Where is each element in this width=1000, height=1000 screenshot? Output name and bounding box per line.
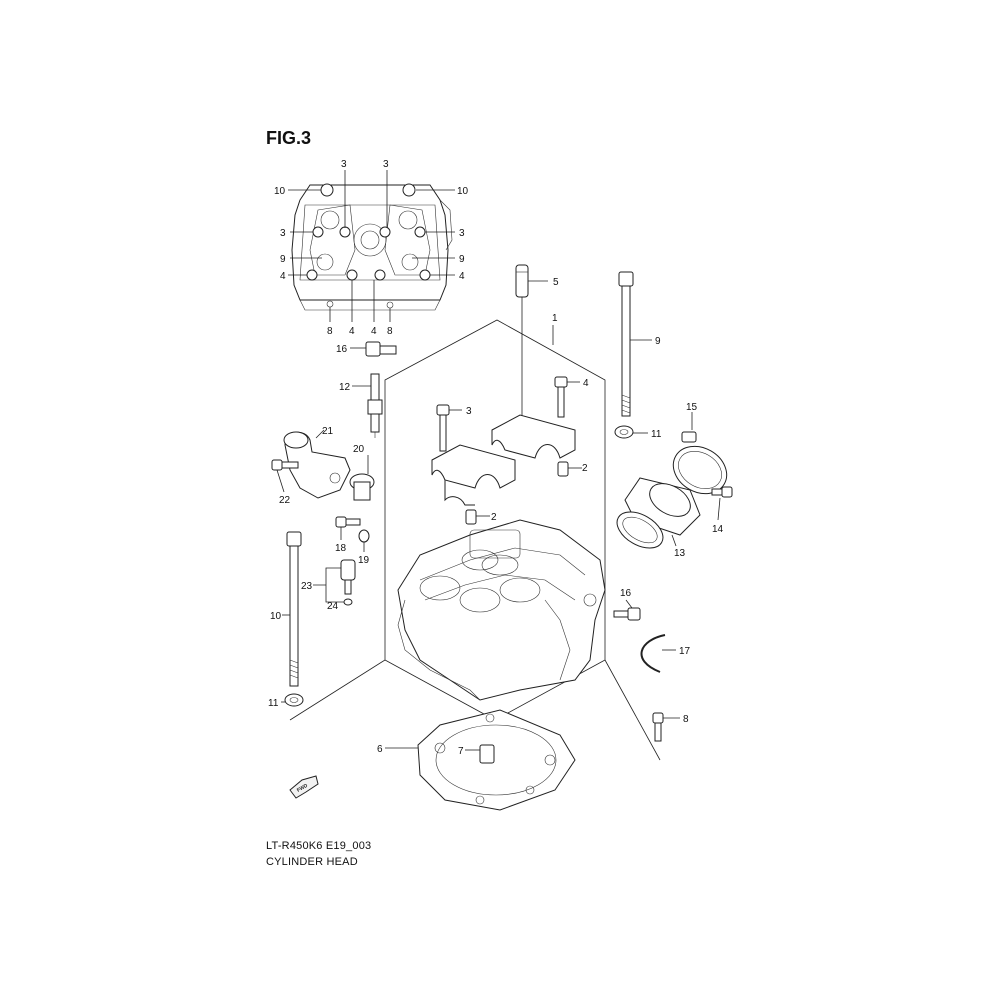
callout-1: 1	[552, 313, 558, 324]
part-20-thermostat	[349, 455, 375, 501]
callout-12: 12	[339, 382, 351, 393]
callout-14: 14	[712, 524, 724, 535]
callout-5: 5	[553, 277, 559, 288]
callout-4-right: 4	[459, 271, 465, 282]
callout-21: 21	[322, 426, 334, 437]
assembly-outline	[289, 319, 661, 761]
fwd-label: FWD	[296, 783, 309, 794]
callout-9-left: 9	[280, 254, 286, 265]
part-15-clamp	[672, 412, 728, 495]
part-14-bolt	[711, 486, 733, 521]
part-16-bolt-top	[350, 341, 397, 357]
callout-4-left: 4	[280, 271, 286, 282]
part-16-bolt-right	[613, 599, 641, 621]
figure-code: LT-R450K6 E19_003	[266, 840, 372, 852]
callout-4-bottom-left: 4	[349, 326, 355, 337]
callout-6: 6	[377, 744, 383, 755]
part-18-bolt	[335, 516, 361, 540]
callout-10: 10	[270, 611, 282, 622]
callout-16-top: 16	[336, 344, 348, 355]
part-6-gasket	[385, 709, 576, 811]
top-view-head	[291, 183, 453, 311]
camshaft-caps	[431, 414, 576, 506]
part-22-bolt	[271, 459, 299, 493]
callout-15: 15	[686, 402, 698, 413]
callout-3-left: 3	[280, 228, 286, 239]
callout-10-top-left: 10	[274, 186, 286, 197]
top-view-leaders	[288, 170, 455, 322]
callout-23: 23	[301, 581, 313, 592]
callout-8: 8	[683, 714, 689, 725]
callout-13: 13	[674, 548, 686, 559]
callout-3-top-left: 3	[341, 159, 347, 170]
part-9-stud-bolt	[618, 271, 652, 417]
callout-3: 3	[466, 406, 472, 417]
part-19-washer	[358, 529, 370, 552]
part-7-dowel	[465, 744, 495, 764]
callout-18: 18	[335, 543, 347, 554]
callout-8-top-right: 8	[387, 326, 393, 337]
callout-10-top-right: 10	[457, 186, 469, 197]
figure-name: CYLINDER HEAD	[266, 856, 358, 868]
callout-4: 4	[583, 378, 589, 389]
part-4-bolt	[554, 376, 580, 418]
callout-17: 17	[679, 646, 691, 657]
figure-title: FIG.3	[266, 128, 312, 148]
callout-9: 9	[655, 336, 661, 347]
callout-11-right: 11	[651, 429, 662, 440]
part-17-clip	[640, 634, 676, 673]
callout-7: 7	[458, 746, 464, 757]
fwd-arrow-icon: FWD	[289, 775, 319, 799]
part-3-bolt	[436, 404, 462, 452]
part-10-stud-bolt	[282, 531, 302, 687]
callout-22: 22	[279, 495, 291, 506]
callout-11-left: 11	[268, 698, 279, 709]
callout-16-right: 16	[620, 588, 632, 599]
part-21-thermostat-housing	[283, 429, 351, 499]
part-23-sensor	[313, 559, 356, 606]
callout-24: 24	[327, 601, 339, 612]
callout-19: 19	[358, 555, 370, 566]
callout-2-upper: 2	[582, 463, 588, 474]
callout-2-lower: 2	[491, 512, 497, 523]
part-13-intake-pipe	[616, 477, 701, 549]
part-2-dowels	[465, 461, 582, 525]
callout-4-bottom-right: 4	[371, 326, 377, 337]
callout-3-right: 3	[459, 228, 465, 239]
callout-9-right: 9	[459, 254, 465, 265]
part-12-spark-plug	[352, 373, 383, 438]
part-1-cylinder-head	[397, 325, 606, 701]
part-11-washers	[281, 425, 648, 707]
part-5-guide	[515, 264, 548, 420]
callout-8-top-left: 8	[327, 326, 333, 337]
callout-20: 20	[353, 444, 365, 455]
part-8-bolt	[652, 712, 680, 742]
callout-3-top-right: 3	[383, 159, 389, 170]
